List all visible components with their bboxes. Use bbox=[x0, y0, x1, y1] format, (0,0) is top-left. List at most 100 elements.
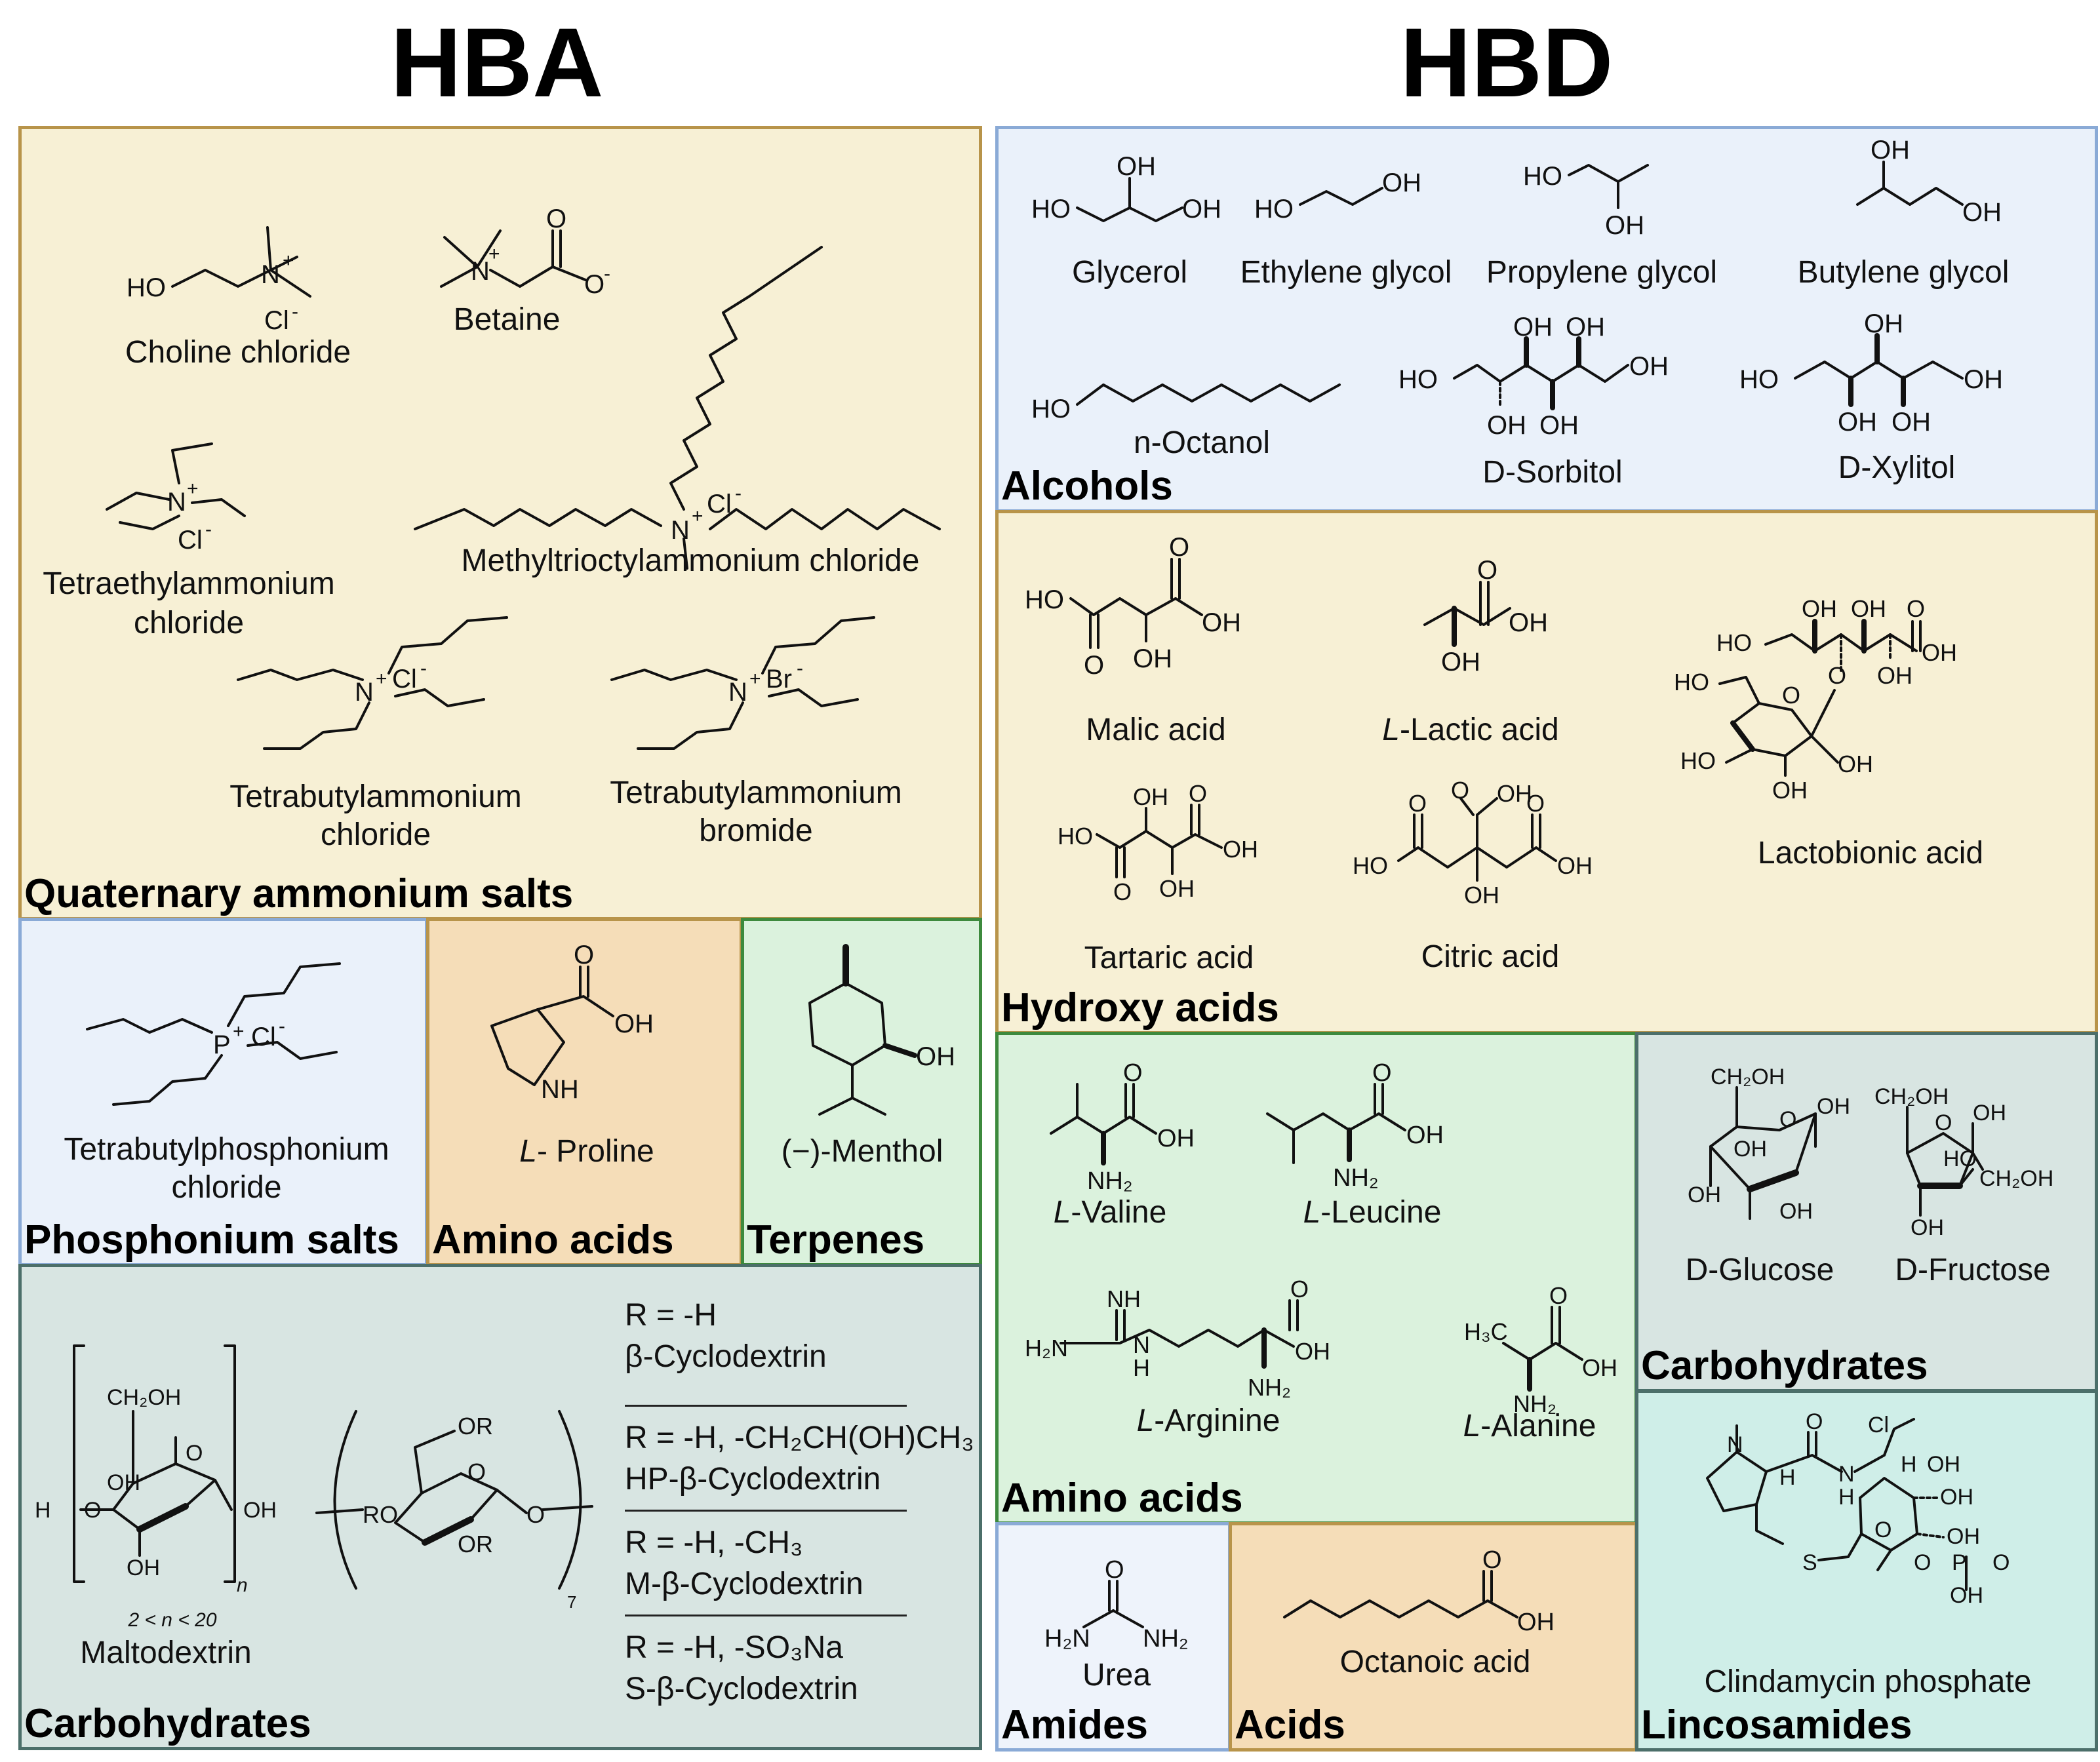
category-hbd-amino-acids: Amino acids bbox=[1001, 1476, 1243, 1521]
atom-o: O bbox=[1907, 595, 1925, 622]
atom-o: O bbox=[1105, 1556, 1124, 1584]
label-propylene-glycol: Propylene glycol bbox=[1486, 255, 1718, 290]
atom-ho: HO bbox=[1739, 365, 1779, 394]
atom-o: O bbox=[1935, 1110, 1952, 1135]
atom-oh: OH bbox=[1927, 1452, 1960, 1477]
molecule-butylene-glycol: OH OH Butylene glycol bbox=[1772, 136, 2034, 300]
atom-o: O bbox=[1113, 878, 1132, 905]
label-maltodextrin: Maltodextrin bbox=[80, 1635, 252, 1670]
label-betaine: Betaine bbox=[453, 302, 561, 337]
atom-oh: OH bbox=[1940, 1485, 1973, 1510]
atom-oh: OH bbox=[1517, 1609, 1555, 1636]
molecule-l-valine: O OH NH₂ L-Valine bbox=[1012, 1048, 1248, 1245]
structure-citric-acid: O OH O O HO OH OH bbox=[1353, 777, 1593, 909]
structure-urea: O H₂N NH₂ bbox=[1044, 1556, 1189, 1653]
structure-glycerol: OH HO OH bbox=[1031, 152, 1221, 224]
atom-oh: OH bbox=[243, 1498, 277, 1523]
atom-oh: OH bbox=[1133, 644, 1172, 673]
charge-minus: - bbox=[604, 263, 610, 284]
atom-ch2oh: CH₂OH bbox=[1874, 1084, 1949, 1109]
molecule-propylene-glycol: HO OH Propylene glycol bbox=[1471, 142, 1733, 300]
molecule-l-leucine: O OH NH₂ L-Leucine bbox=[1248, 1048, 1523, 1245]
label-d-glucose: D-Glucose bbox=[1685, 1253, 1834, 1287]
charge-minus: - bbox=[292, 301, 298, 323]
atom-o: O bbox=[1779, 1107, 1796, 1132]
atom-oh: OH bbox=[1802, 595, 1837, 622]
atom-cl: Cl bbox=[264, 306, 289, 335]
structure-tetrabutylammonium-chloride: N + Cl - bbox=[237, 616, 508, 750]
category-terpenes: Terpenes bbox=[747, 1217, 925, 1263]
atom-oh: OH bbox=[1838, 751, 1873, 777]
atom-oh: OH bbox=[1406, 1122, 1444, 1149]
structure-propylene-glycol: HO OH bbox=[1523, 162, 1649, 240]
atom-n: N bbox=[355, 678, 374, 707]
atom-oh: OH bbox=[1509, 608, 1548, 637]
molecule-glycerol: OH HO OH Glycerol bbox=[1025, 142, 1235, 300]
structure-ethylene-glycol: HO OH bbox=[1254, 168, 1421, 224]
atom-ho: HO bbox=[1031, 195, 1071, 224]
atom-oh: OH bbox=[1688, 1183, 1721, 1207]
structure-l-leucine: O OH NH₂ bbox=[1266, 1059, 1444, 1192]
structure-methyltrioctylammonium-chloride: N + Cl - bbox=[414, 246, 941, 570]
atom-o: O bbox=[1549, 1282, 1568, 1309]
structure-clindamycin-phosphate: N O Cl H N H H OH O OH OH S O P O OH bbox=[1706, 1409, 2010, 1608]
atom-o: O bbox=[1189, 780, 1207, 807]
structure-l-lactic-acid: O OH OH bbox=[1423, 556, 1548, 676]
label-tetrabutylammonium-chloride-line1: Tetrabutylammonium bbox=[229, 779, 522, 814]
molecule-lactobionic-acid: OH OH O HO OH OH O HO O O HO OH OH Lacto… bbox=[1674, 579, 2067, 985]
structure-d-fructose: CH₂OH OH O HO CH₂OH OH bbox=[1874, 1084, 2053, 1240]
label-d-fructose: D-Fructose bbox=[1895, 1253, 2051, 1287]
panel-phosphonium-salts: P + Cl - Tetrabutylphosphonium chloride … bbox=[18, 918, 428, 1266]
panel-hbd-amino-acids: O OH NH₂ L-Valine O OH NH₂ L-Leucine NH bbox=[995, 1032, 1638, 1525]
atom-h2n: H₂N bbox=[1044, 1625, 1090, 1653]
atom-ho: HO bbox=[1058, 823, 1093, 850]
panel-hbd-carbohydrates: CH₂OH O OH OH OH OH D-Glucose CH₂OH OH O… bbox=[1635, 1032, 2098, 1392]
structure-n-octanol: HO bbox=[1031, 383, 1341, 423]
atom-ho: HO bbox=[1716, 629, 1752, 656]
label-glycerol: Glycerol bbox=[1071, 255, 1188, 290]
structure-d-sorbitol: OH OH HO OH OH OH bbox=[1398, 313, 1669, 440]
cd-r-1: R = -H bbox=[625, 1298, 717, 1333]
atom-ho: HO bbox=[1031, 395, 1071, 423]
label-tetrabutylphosphonium-chloride-line1: Tetrabutylphosphonium bbox=[64, 1132, 389, 1167]
structure-malic-acid: O HO OH O OH bbox=[1025, 533, 1241, 680]
atom-oh: OH bbox=[916, 1042, 955, 1071]
atom-h3c: H₃C bbox=[1464, 1318, 1508, 1345]
structure-tartaric-acid: OH O HO OH O OH bbox=[1058, 780, 1258, 905]
structure-l-arginine: NH H₂N N H O OH NH₂ bbox=[1025, 1276, 1330, 1401]
label-methyltrioctylammonium-chloride: Methyltrioctylammonium chloride bbox=[461, 543, 920, 578]
atom-oh: OH bbox=[1911, 1215, 1944, 1240]
molecule-citric-acid: O OH O O HO OH OH Citric acid bbox=[1339, 775, 1641, 985]
molecule-maltodextrin: CH₂OH O OH H O OH OH n 2 < n < 20 Maltod… bbox=[35, 1339, 310, 1680]
atom-nh2: NH₂ bbox=[1333, 1164, 1379, 1192]
structure-d-xylitol: OH HO OH OH OH bbox=[1739, 309, 2003, 437]
structure-menthol: OH bbox=[808, 944, 955, 1116]
atom-ch2oh: CH₂OH bbox=[1711, 1065, 1785, 1089]
atom-o: O bbox=[1477, 556, 1497, 585]
structure-tetrabutylphosphonium-chloride: P + Cl - bbox=[86, 962, 341, 1106]
charge-minus: - bbox=[205, 519, 212, 540]
molecule-l-arginine: NH H₂N N H O OH NH₂ L-Arginine bbox=[1012, 1271, 1405, 1468]
atom-nh2: NH₂ bbox=[1248, 1374, 1291, 1401]
structure-l-proline: O OH NH bbox=[490, 941, 654, 1104]
hbd-header: HBD bbox=[1400, 7, 1614, 117]
atom-oh: OH bbox=[1382, 168, 1421, 197]
label-clindamycin-phosphate: Clindamycin phosphate bbox=[1704, 1664, 2032, 1699]
atom-cl: Cl bbox=[707, 490, 732, 519]
atom-nh2: NH₂ bbox=[1513, 1390, 1556, 1417]
atom-oh: OH bbox=[1133, 783, 1168, 810]
category-amides: Amides bbox=[1001, 1702, 1148, 1748]
molecule-clindamycin-phosphate: N O Cl H N H H OH O OH OH S O P O OH Cli… bbox=[1652, 1406, 2084, 1708]
structure-octanoic-acid: O OH bbox=[1283, 1546, 1555, 1636]
molecule-octanoic-acid: O OH Octanoic acid bbox=[1245, 1545, 1625, 1702]
atom-oh: OH bbox=[1964, 365, 2003, 394]
panel-hba-amino-acids: O OH NH L- Proline Amino acids bbox=[426, 918, 743, 1266]
label-d-sorbitol: D-Sorbitol bbox=[1482, 455, 1623, 490]
charge-minus: - bbox=[279, 1015, 285, 1037]
label-tetrabutylphosphonium-chloride-line2: chloride bbox=[171, 1170, 282, 1205]
molecule-d-fructose: CH₂OH OH O HO CH₂OH OH D-Fructose bbox=[1861, 1055, 2084, 1317]
cd-divider-3 bbox=[625, 1615, 907, 1616]
atom-ho: HO bbox=[1398, 365, 1438, 394]
hba-header: HBA bbox=[390, 7, 604, 117]
molecule-l-lactic-acid: O OH OH L-Lactic acid bbox=[1353, 533, 1589, 749]
